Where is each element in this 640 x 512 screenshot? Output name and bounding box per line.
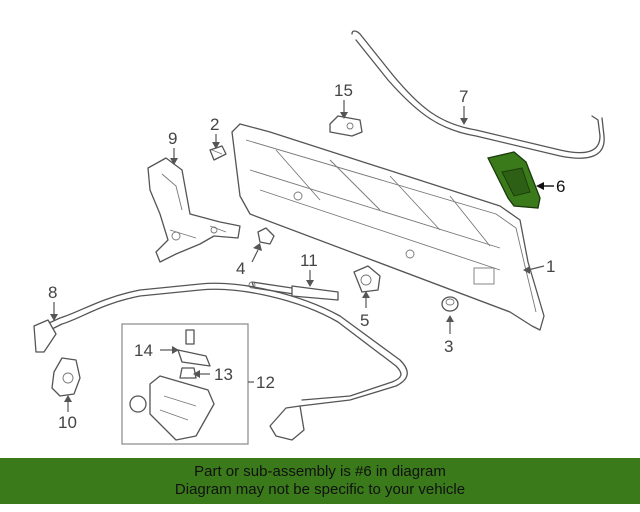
cap-part-5[interactable] bbox=[353, 265, 381, 293]
callout-10[interactable]: 10 bbox=[58, 413, 77, 432]
latch-part-10[interactable] bbox=[51, 357, 81, 397]
bolt-part-2[interactable] bbox=[209, 145, 227, 161]
callout-13[interactable]: 13 bbox=[214, 365, 233, 384]
callout-5[interactable]: 5 bbox=[360, 311, 369, 330]
callout-4[interactable]: 4 bbox=[236, 259, 245, 278]
callout-1[interactable]: 1 bbox=[546, 257, 555, 276]
leader-lines bbox=[50, 100, 554, 412]
banner-line-disclaimer: Diagram may not be specific to your vehi… bbox=[174, 481, 466, 498]
callout-9[interactable]: 9 bbox=[168, 129, 177, 148]
callout-3[interactable]: 3 bbox=[444, 337, 453, 356]
banner-line-part-number: Part or sub-assembly is #6 in diagram bbox=[194, 463, 446, 480]
bumper-part-4[interactable] bbox=[257, 227, 275, 245]
highlight-notice-banner: Part or sub-assembly is #6 in diagram Di… bbox=[0, 458, 640, 504]
grommet-part-3[interactable] bbox=[441, 296, 459, 312]
callout-2[interactable]: 2 bbox=[210, 115, 219, 134]
callout-14[interactable]: 14 bbox=[134, 341, 153, 360]
callout-labels: 15 7 2 9 6 1 4 11 5 3 8 10 14 13 12 bbox=[48, 81, 565, 432]
callout-8[interactable]: 8 bbox=[48, 283, 57, 302]
callout-12[interactable]: 12 bbox=[256, 373, 275, 392]
weatherstrip-seal-part-7[interactable] bbox=[351, 30, 605, 159]
handle-part-6[interactable] bbox=[487, 151, 541, 209]
callout-7[interactable]: 7 bbox=[459, 87, 468, 106]
sub-assembly-box-part-12 bbox=[121, 323, 249, 445]
cable-part-8[interactable] bbox=[33, 282, 408, 441]
hinge-part-9[interactable] bbox=[147, 157, 241, 263]
callout-6[interactable]: 6 bbox=[556, 177, 565, 196]
gas-strut-part-11[interactable] bbox=[248, 281, 339, 301]
callout-11[interactable]: 11 bbox=[300, 251, 318, 270]
callout-15[interactable]: 15 bbox=[334, 81, 353, 100]
parts-diagram: 15 7 2 9 6 1 4 11 5 3 8 10 14 13 12 bbox=[33, 30, 605, 445]
liftgate-panel-part-1[interactable] bbox=[231, 123, 545, 331]
bracket-part-15[interactable] bbox=[329, 115, 363, 137]
